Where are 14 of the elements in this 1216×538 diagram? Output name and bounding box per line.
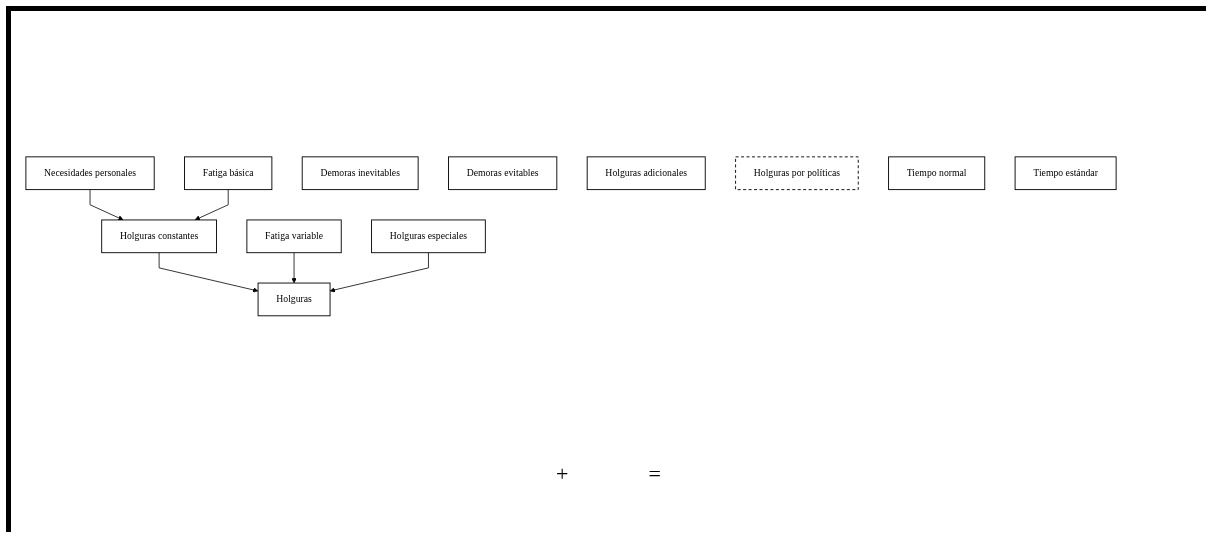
node-box: Holguras adicionales	[586, 156, 706, 190]
node-box: Holguras constantes	[101, 219, 217, 253]
node-box: Holguras	[257, 282, 331, 316]
operator-sign: +	[556, 461, 569, 487]
node-box: Tiempo estándar	[1014, 156, 1117, 190]
node-box: Tiempo normal	[888, 156, 986, 190]
node-box: Holguras por políticas	[735, 156, 859, 190]
node-box: Demoras evitables	[448, 156, 558, 190]
node-box: Holguras especiales	[371, 219, 486, 253]
node-box: Fatiga variable	[246, 219, 342, 253]
operator-sign: =	[648, 461, 661, 487]
node-box: Fatiga básica	[184, 156, 273, 190]
node-box: Necesidades personales	[25, 156, 155, 190]
node-box: Demoras inevitables	[301, 156, 419, 190]
